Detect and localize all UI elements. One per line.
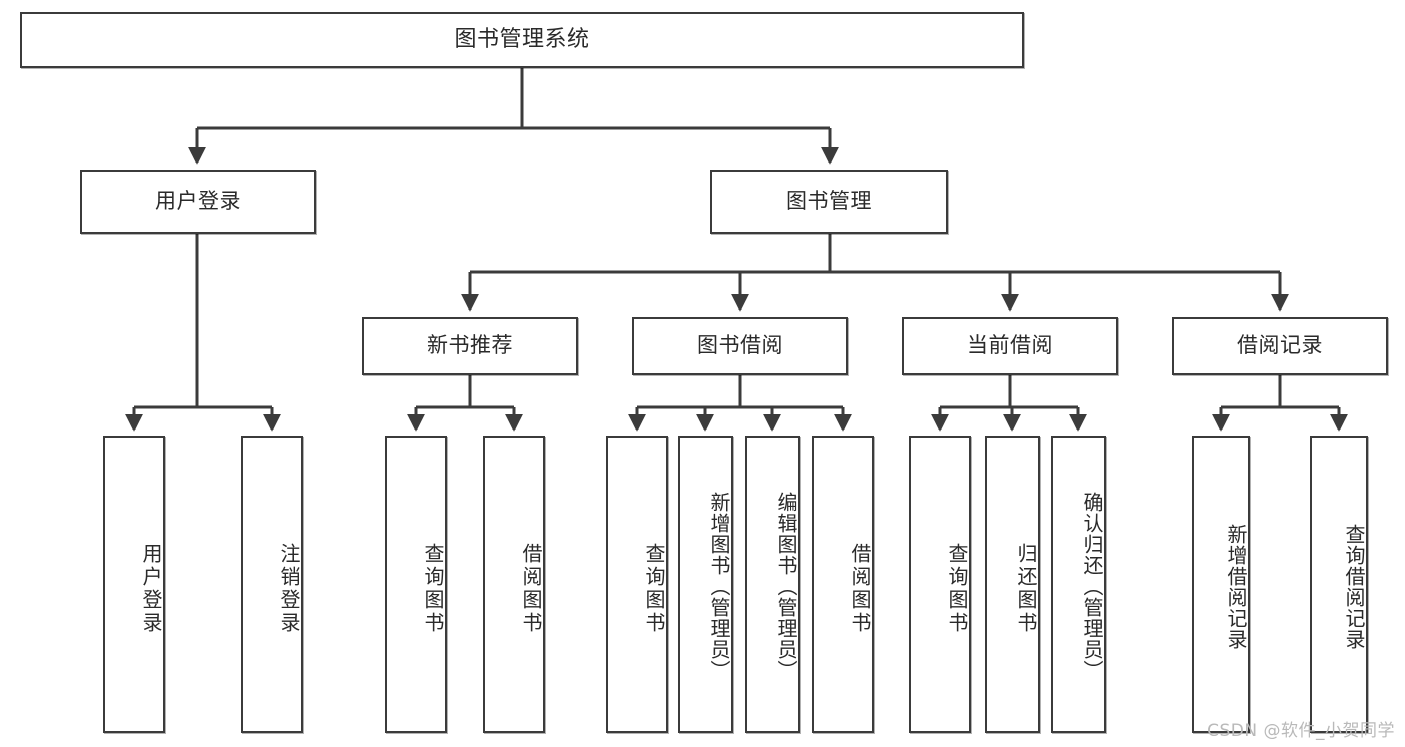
- node-user-login[interactable]: 用户登录: [80, 170, 316, 234]
- leaf-query-book-borrow[interactable]: 查询图书: [606, 436, 668, 733]
- node-new-book-recommend[interactable]: 新书推荐: [362, 317, 578, 375]
- leaf-edit-book-admin[interactable]: 编辑图书（管理员）: [745, 436, 800, 733]
- leaf-add-borrow-record[interactable]: 新增借阅记录: [1192, 436, 1250, 733]
- leaf-borrow-book-recommend[interactable]: 借阅图书: [483, 436, 545, 733]
- node-current-borrow[interactable]: 当前借阅: [902, 317, 1118, 375]
- leaf-query-book-recommend[interactable]: 查询图书: [385, 436, 447, 733]
- leaf-borrow-book[interactable]: 借阅图书: [812, 436, 874, 733]
- leaf-return-book[interactable]: 归还图书: [985, 436, 1040, 733]
- leaf-add-book-admin[interactable]: 新增图书（管理员）: [678, 436, 733, 733]
- leaf-confirm-return-admin[interactable]: 确认归还（管理员）: [1051, 436, 1106, 733]
- node-root[interactable]: 图书管理系统: [20, 12, 1024, 68]
- node-book-management[interactable]: 图书管理: [710, 170, 948, 234]
- node-borrow-record[interactable]: 借阅记录: [1172, 317, 1388, 375]
- leaf-query-borrow-record[interactable]: 查询借阅记录: [1310, 436, 1368, 733]
- leaf-logout[interactable]: 注销登录: [241, 436, 303, 733]
- node-book-borrow[interactable]: 图书借阅: [632, 317, 848, 375]
- leaf-user-login[interactable]: 用户登录: [103, 436, 165, 733]
- leaf-query-book-current[interactable]: 查询图书: [909, 436, 971, 733]
- watermark: CSDN @软件_小贺同学: [1207, 721, 1395, 741]
